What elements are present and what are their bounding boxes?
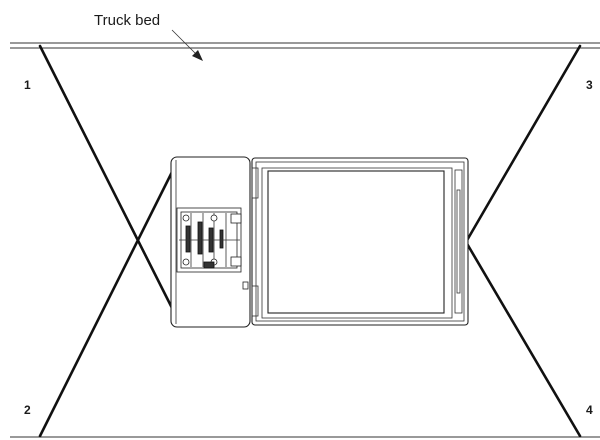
anchor-labels: 1 2 3 4 bbox=[24, 78, 593, 417]
tie-down-straps bbox=[38, 44, 582, 438]
feeder-module bbox=[170, 156, 251, 328]
strap-2 bbox=[38, 170, 174, 438]
anchor-label-1: 1 bbox=[24, 78, 31, 92]
strap-1 bbox=[38, 44, 174, 310]
strap-4 bbox=[464, 240, 582, 438]
tray-module bbox=[251, 157, 469, 326]
truck-bed-leader-arrow bbox=[171, 29, 203, 61]
anchor-label-4: 4 bbox=[586, 403, 593, 417]
truck-bed-edges bbox=[10, 42, 600, 438]
truck-bed-label: Truck bed bbox=[94, 12, 160, 29]
anchor-label-3: 3 bbox=[586, 78, 593, 92]
machine-top-view bbox=[170, 156, 469, 328]
strap-3 bbox=[464, 44, 582, 244]
anchor-label-2: 2 bbox=[24, 403, 31, 417]
